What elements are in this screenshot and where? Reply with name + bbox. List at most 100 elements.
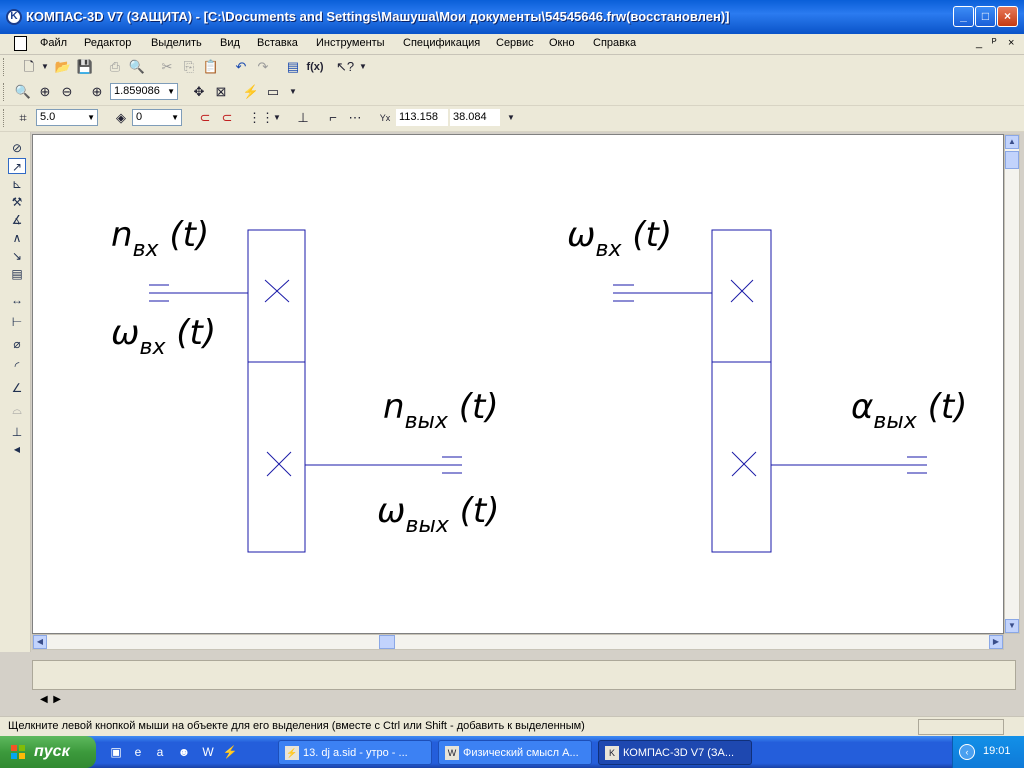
vertical-scroll-thumb[interactable] xyxy=(1005,151,1019,169)
title-bar[interactable]: K КОМПАС-3D V7 (ЗАЩИТА) - [C:\Documents … xyxy=(0,0,1024,34)
chevron-down-icon[interactable]: ▼ xyxy=(171,113,179,122)
grid-icon[interactable]: ⋮⋮ xyxy=(248,110,274,125)
angle-dim-icon[interactable]: ∠ xyxy=(11,381,23,395)
horizontal-scroll-thumb[interactable] xyxy=(379,635,395,649)
chevron-down-icon[interactable]: ▼ xyxy=(507,113,515,122)
snap-magnet-icon[interactable]: ⊂ xyxy=(199,110,211,125)
open-folder-icon[interactable]: 📂 xyxy=(54,59,72,74)
zoom-scale-icon[interactable]: ⊕ xyxy=(91,84,103,99)
label-alpha-out[interactable]: αвых (t) xyxy=(851,387,968,434)
winamp-icon[interactable]: ⚡ xyxy=(222,745,238,759)
horizontal-scrollbar[interactable]: ◀ ▶ xyxy=(32,634,1004,650)
coord-x-field[interactable]: 113.158 xyxy=(396,109,448,126)
label-n-in[interactable]: nвх (t) xyxy=(111,215,210,262)
print-icon[interactable]: ⎙ xyxy=(109,59,121,74)
scroll-right-button[interactable]: ▶ xyxy=(989,635,1003,649)
save-icon[interactable]: 💾 xyxy=(76,59,94,74)
doc-minimize-button[interactable]: _ xyxy=(976,37,983,49)
local-coords-icon[interactable]: ⊥ xyxy=(297,110,309,125)
zoom-in-icon[interactable]: ⊕ xyxy=(39,84,51,99)
doc-close-button[interactable]: × xyxy=(1008,37,1015,49)
menu-insert[interactable]: Вставка xyxy=(257,37,298,49)
menu-tools[interactable]: Инструменты xyxy=(316,37,385,49)
maximize-button[interactable]: □ xyxy=(975,6,996,27)
scroll-left-button[interactable]: ◀ xyxy=(33,635,47,649)
new-document-icon[interactable]: 🗋 xyxy=(23,59,35,74)
panda-icon[interactable]: ☻ xyxy=(177,745,191,759)
geometry-icon[interactable]: ⊘ xyxy=(11,141,23,155)
menu-service[interactable]: Сервис xyxy=(496,37,534,49)
edit-icon[interactable]: ⚒ xyxy=(11,195,23,209)
label-n-out[interactable]: nвых (t) xyxy=(383,387,499,434)
chevron-left-icon[interactable]: ◀ xyxy=(13,445,21,454)
zoom-combo[interactable]: 1.859086 ▼ xyxy=(110,83,178,100)
word-icon[interactable]: W xyxy=(202,745,214,759)
menu-specification[interactable]: Спецификация xyxy=(403,37,481,49)
kompas-quicklaunch-icon[interactable]: ▣ xyxy=(110,745,122,759)
redo-icon[interactable]: ↷ xyxy=(257,59,269,74)
chevron-down-icon[interactable]: ▼ xyxy=(167,87,175,96)
zoom-out-icon[interactable]: ⊖ xyxy=(61,84,73,99)
linear-dim-icon[interactable]: ↔ xyxy=(11,293,23,307)
chevron-left-icon[interactable]: ‹ xyxy=(959,744,975,760)
parametrization-icon[interactable]: ∡ xyxy=(11,213,23,227)
task-button-kompas[interactable]: K КОМПАС-3D V7 (ЗА... xyxy=(598,740,752,765)
display-icon[interactable]: ▭ xyxy=(266,84,280,99)
coord-y-field[interactable]: 38.084 xyxy=(450,109,500,126)
menu-editor[interactable]: Редактор xyxy=(84,37,132,49)
ortho-mode-icon[interactable]: ⌐ xyxy=(329,110,337,125)
pan-icon[interactable]: ✥ xyxy=(193,84,205,99)
scroll-down-button[interactable]: ▼ xyxy=(1005,619,1019,633)
arc-dim-icon[interactable]: ⌓ xyxy=(12,403,22,417)
toolbar-grip[interactable] xyxy=(3,83,7,101)
layer-combo[interactable]: 0 ▼ xyxy=(132,109,182,126)
chevron-down-icon[interactable]: ▼ xyxy=(41,62,49,71)
task-button-word[interactable]: W Физический смысл А... xyxy=(438,740,592,765)
chevron-down-icon[interactable]: ▼ xyxy=(359,62,367,71)
dimensions-icon[interactable]: ↗ xyxy=(8,158,26,174)
zoom-window-icon[interactable]: 🔍 xyxy=(14,84,32,99)
local-snap-magnet-icon[interactable]: ⊂ xyxy=(221,110,233,125)
menu-view[interactable]: Вид xyxy=(220,37,240,49)
minimize-button[interactable]: _ xyxy=(953,6,974,27)
select-icon[interactable]: ↘ xyxy=(11,249,23,263)
paste-icon[interactable]: 📋 xyxy=(202,59,220,74)
print-preview-icon[interactable]: 🔍 xyxy=(128,59,146,74)
menu-help[interactable]: Справка xyxy=(593,37,637,49)
menu-window[interactable]: Окно xyxy=(549,37,575,49)
symbols-icon[interactable]: ⊾ xyxy=(11,177,23,191)
copy-icon[interactable]: ⎘ xyxy=(183,59,195,74)
close-button[interactable]: × xyxy=(997,6,1018,27)
function-icon[interactable]: f(x) xyxy=(306,61,324,73)
diameter-dim-icon[interactable]: ⌀ xyxy=(13,337,21,351)
scroll-up-button[interactable]: ▲ xyxy=(1005,135,1019,149)
page-nav-arrows[interactable]: ◀ ▶ xyxy=(40,694,61,705)
toolbar-grip[interactable] xyxy=(3,58,7,76)
menu-select[interactable]: Выделить xyxy=(151,37,202,49)
label-omega-in-left[interactable]: ωвх (t) xyxy=(111,313,217,360)
help-pointer-icon[interactable]: ↖? xyxy=(336,59,355,74)
vertical-scrollbar[interactable]: ▲ ▼ xyxy=(1004,134,1020,634)
label-omega-out[interactable]: ωвых (t) xyxy=(377,491,500,538)
round-coords-icon[interactable]: ⋯ xyxy=(348,110,362,125)
cut-icon[interactable]: ✂ xyxy=(161,59,173,74)
show-all-icon[interactable]: ⊠ xyxy=(215,84,227,99)
spec-icon[interactable]: ▤ xyxy=(11,267,23,281)
chevron-down-icon[interactable]: ▼ xyxy=(273,113,281,122)
task-button-winamp[interactable]: ⚡ 13. dj a.sid - утро - ... xyxy=(278,740,432,765)
cursor-step-combo[interactable]: 5.0 ▼ xyxy=(36,109,98,126)
menu-file[interactable]: Файл xyxy=(40,37,68,49)
label-omega-in-right[interactable]: ωвх (t) xyxy=(567,215,673,262)
horizontal-dim-icon[interactable]: ⊢ xyxy=(11,315,23,329)
height-mark-icon[interactable]: ⊥ xyxy=(11,425,23,439)
drawing-canvas[interactable]: nвх (t) ωвх (t) nвых (t) ωвых (t) ωвх (t… xyxy=(32,134,1004,634)
document-icon[interactable] xyxy=(14,36,27,51)
icq-icon[interactable]: a xyxy=(156,745,164,759)
kompas-logo-icon[interactable]: K xyxy=(6,9,22,25)
layers-icon[interactable]: ◈ xyxy=(116,110,126,125)
cursor-step-icon[interactable]: ⌗ xyxy=(19,110,27,125)
measure-icon[interactable]: ∧ xyxy=(12,231,22,245)
doc-restore-button[interactable]: ᴾ xyxy=(992,37,997,49)
radial-dim-icon[interactable]: ◜ xyxy=(14,359,20,373)
start-button[interactable]: пуск xyxy=(0,736,96,768)
